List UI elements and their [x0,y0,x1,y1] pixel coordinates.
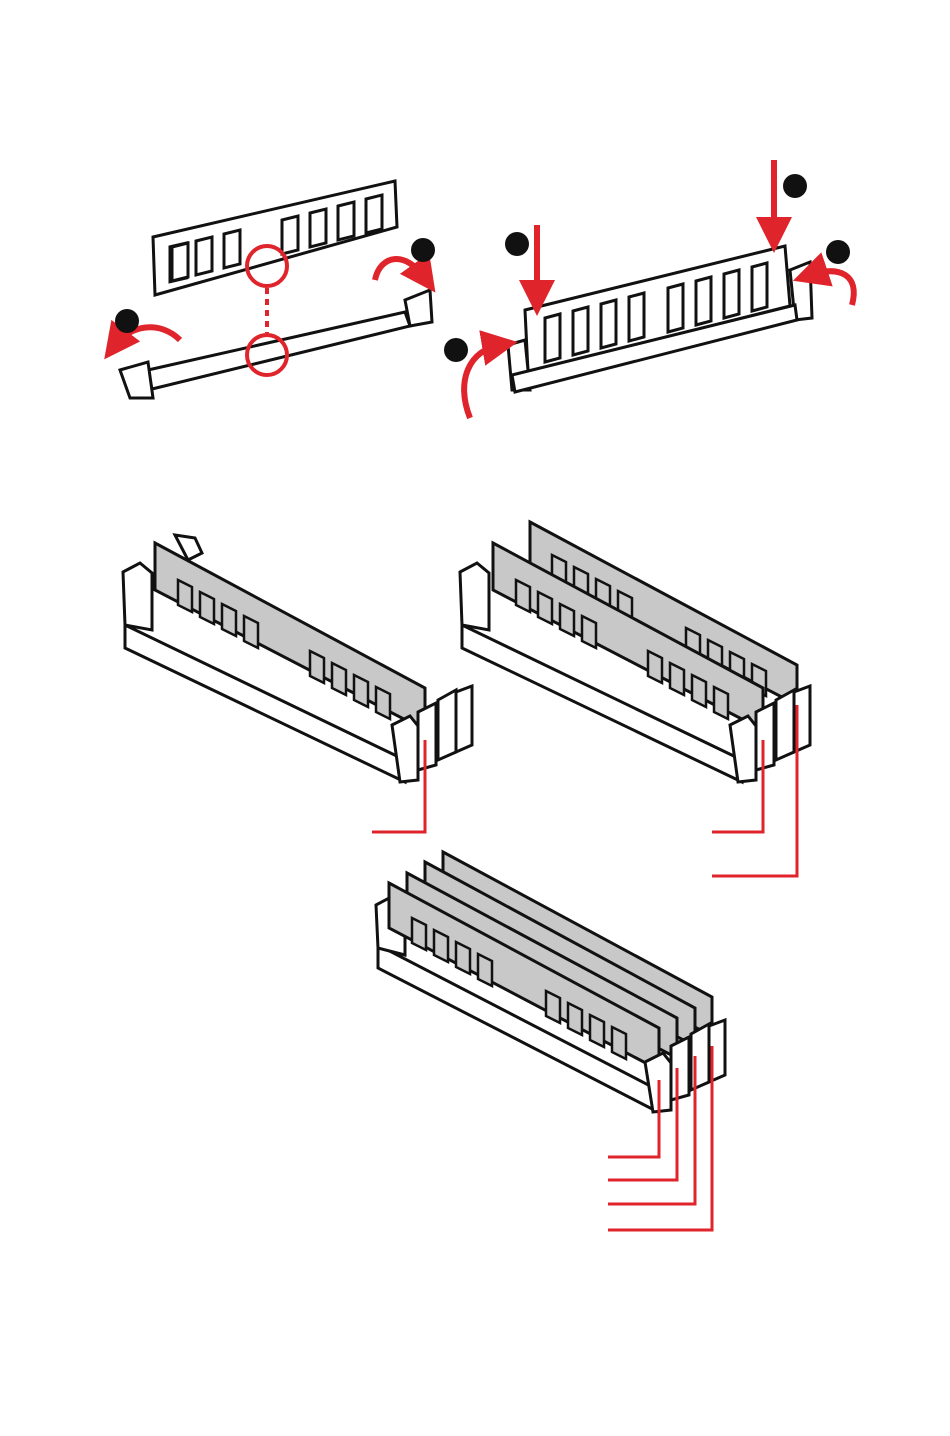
dimm-module [153,181,397,295]
dimm-slot [120,290,432,398]
latch-open-arrow-right [375,259,425,280]
config-one-module [123,535,472,832]
config-four-modules [376,852,725,1230]
step-insert-module-panel [444,160,854,418]
latch-close-arrow-right [810,271,854,305]
latch-close-arrow-left [464,345,500,418]
marker-5 [444,338,468,362]
marker-6 [826,240,850,264]
marker-4 [783,174,807,198]
marker-1 [115,309,139,333]
slot-end-left [123,563,152,630]
slot-end-left [460,563,489,630]
marker-3 [505,232,529,256]
marker-2 [411,238,435,262]
step-align-module-panel [115,181,435,398]
config-two-modules [460,522,810,876]
